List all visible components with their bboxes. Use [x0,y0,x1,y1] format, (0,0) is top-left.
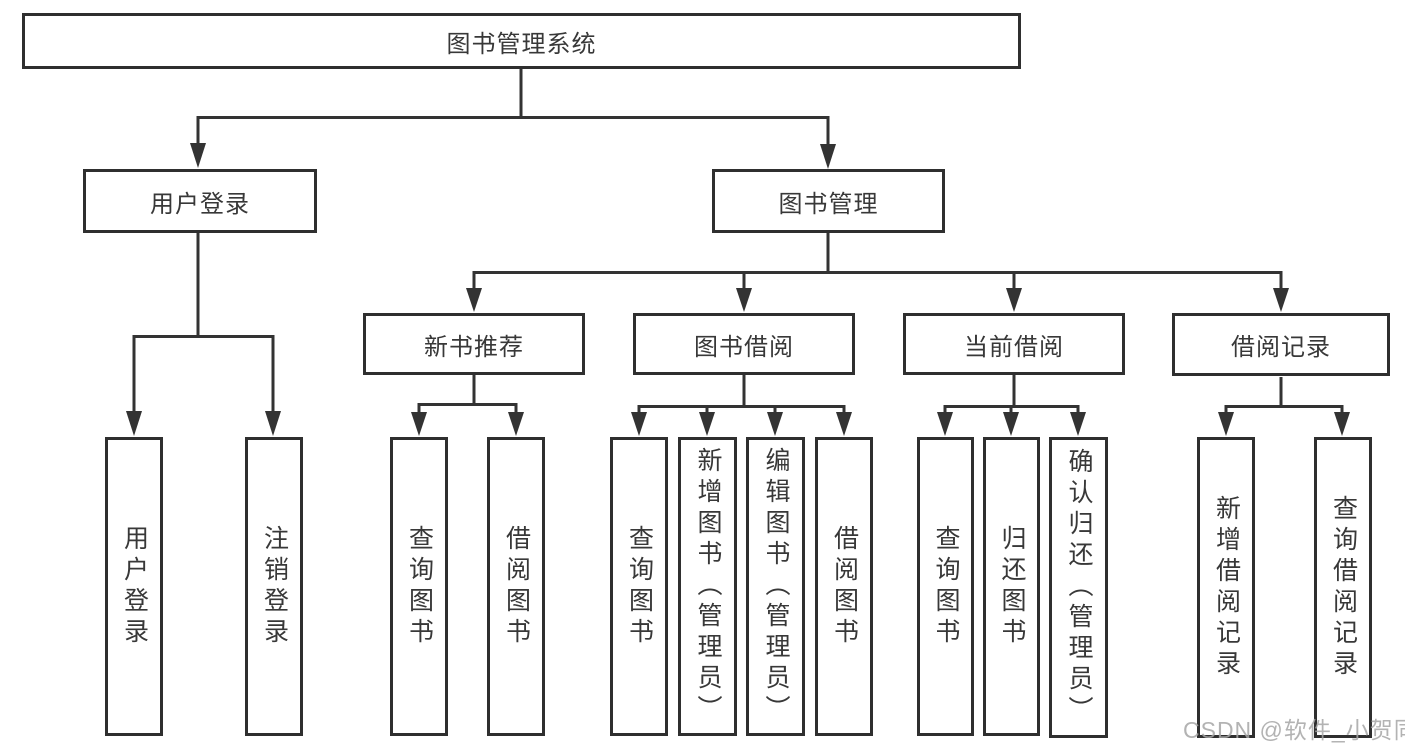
leaf-records-add-record: 新增借阅记录 [1197,437,1255,738]
leaf-borrow-borrow-books: 借阅图书 [815,437,873,736]
node-borrow-records-label: 借阅记录 [1231,334,1331,361]
leaf-records-query-record: 查询借阅记录 [1314,437,1372,738]
leaf-current-query-books: 查询图书 [917,437,974,736]
node-book-management-label: 图书管理 [778,190,879,218]
leaf-current-query-books-label: 查询图书 [932,524,960,649]
leaf-borrow-borrow-books-label: 借阅图书 [830,524,859,649]
node-book-borrow-label: 图书借阅 [694,333,794,361]
leaf-logout-login-label: 注销登录 [260,524,289,649]
leaf-records-query-record-label: 查询借阅记录 [1329,494,1358,681]
leaf-user-login: 用户登录 [105,437,163,736]
leaf-current-confirm-return-admin: 确认归还（管理员） [1049,437,1108,738]
node-book-borrow: 图书借阅 [633,313,855,375]
leaf-recommend-borrow-books: 借阅图书 [487,437,545,736]
leaf-borrow-edit-books-admin: 编辑图书（管理员） [746,437,805,736]
leaf-current-confirm-return-admin-label: 确认归还（管理员） [1065,448,1093,727]
leaf-logout-login: 注销登录 [245,437,303,736]
leaf-current-return-books: 归还图书 [983,437,1040,736]
leaf-recommend-borrow-books-label: 借阅图书 [502,524,531,649]
leaf-borrow-query-books-label: 查询图书 [625,524,654,649]
leaf-current-return-books-label: 归还图书 [998,524,1026,649]
node-book-management: 图书管理 [712,169,945,233]
csdn-watermark: CSDN @软件_小贺同学 [1183,717,1405,743]
node-current-borrow: 当前借阅 [903,313,1125,375]
node-user-login: 用户登录 [83,169,317,233]
node-new-book-recommend: 新书推荐 [363,313,585,375]
leaf-recommend-query-books: 查询图书 [390,437,448,736]
node-root-system: 图书管理系统 [22,13,1021,69]
leaf-borrow-edit-books-admin-label: 编辑图书（管理员） [762,447,790,726]
node-borrow-records: 借阅记录 [1172,313,1390,376]
leaf-borrow-query-books: 查询图书 [610,437,668,736]
leaf-records-add-record-label: 新增借阅记录 [1212,494,1241,681]
leaf-recommend-query-books-label: 查询图书 [405,524,434,649]
leaf-user-login-label: 用户登录 [120,524,149,649]
leaf-borrow-add-books-admin: 新增图书（管理员） [678,437,737,736]
leaf-borrow-add-books-admin-label: 新增图书（管理员） [694,447,722,726]
node-new-book-recommend-label: 新书推荐 [424,333,524,361]
node-current-borrow-label: 当前借阅 [964,333,1064,361]
node-user-login-label: 用户登录 [150,190,250,218]
node-root-label: 图书管理系统 [446,30,597,58]
